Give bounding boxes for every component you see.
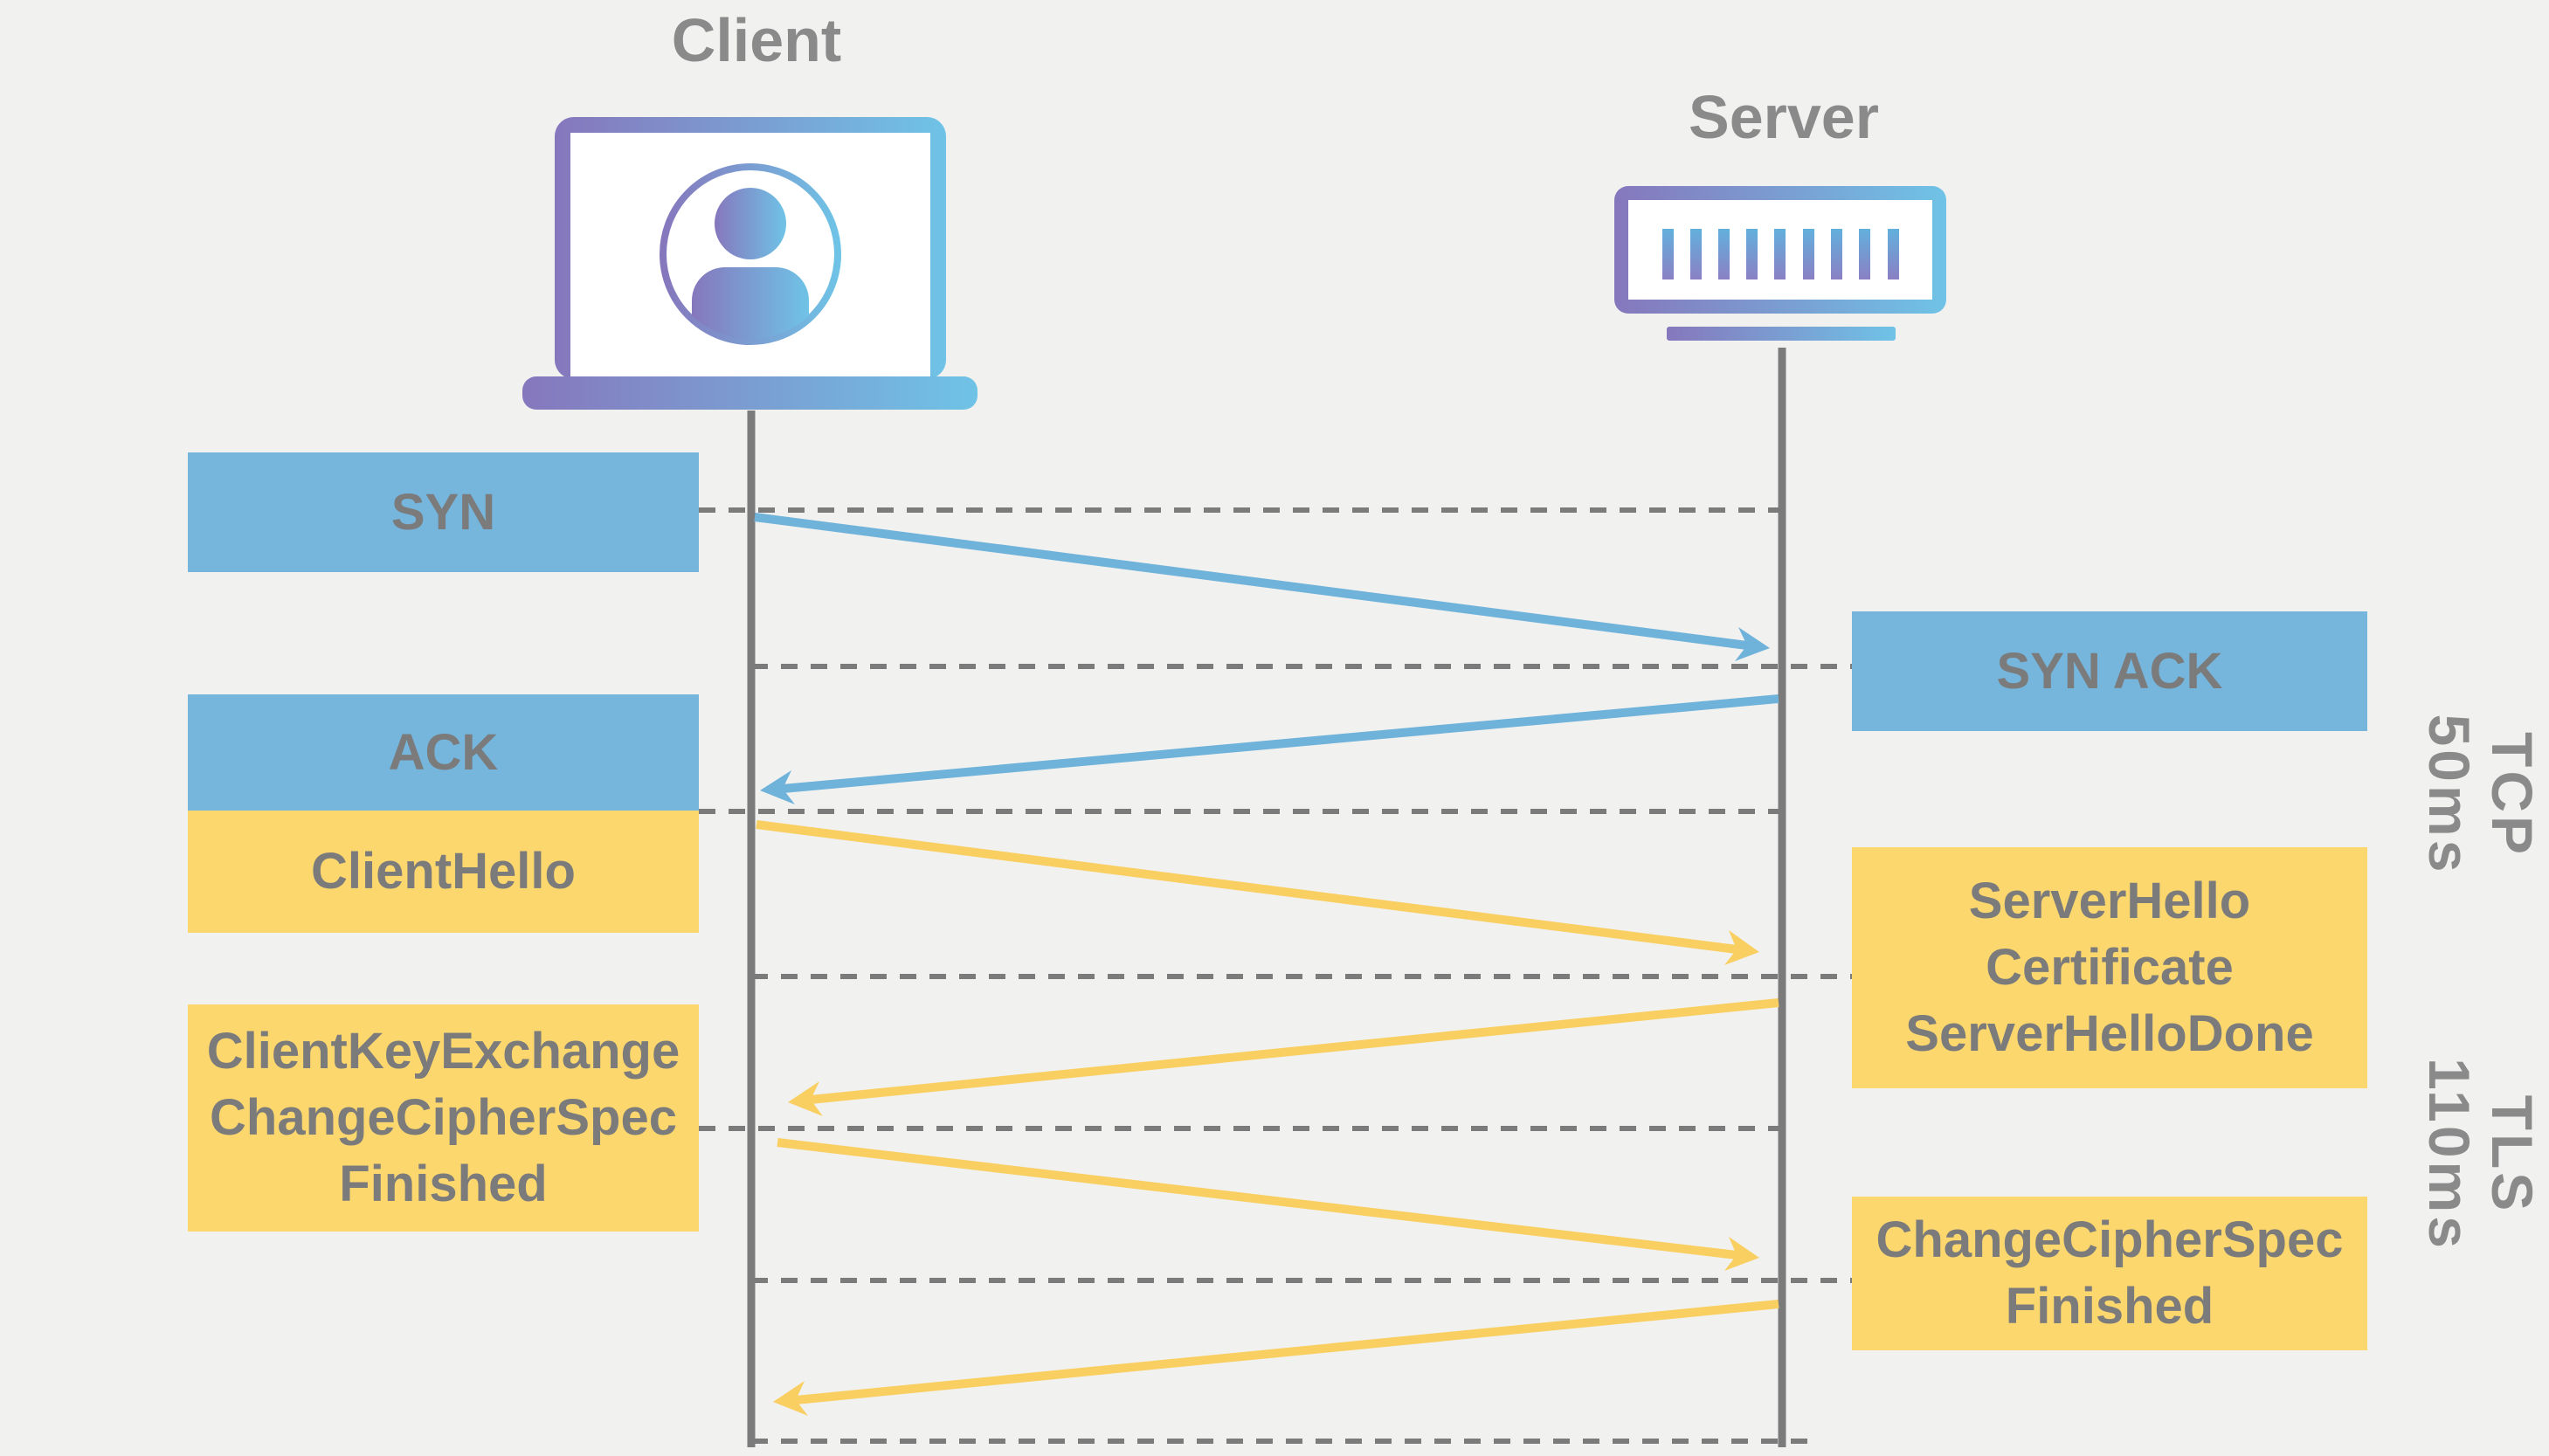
phase-label-tls: TLS 110ms [2417,1058,2545,1252]
message-box-serverhello: ServerHello Certificate ServerHelloDone [1852,847,2367,1088]
phase-protocol: TCP [2480,732,2545,858]
synack-arrow [760,694,1779,804]
message-label: ClientHello [311,843,576,900]
message-label: SYN [390,483,496,541]
avatar-ring [660,163,841,345]
avatar-torso [692,267,809,339]
message-label: ChangeCipherSpec [1875,1211,2344,1268]
message-label: Finished [2005,1278,2214,1335]
phase-label-tcp: TCP 50ms [2417,714,2545,876]
message-box-clienthello: ClientHello [188,811,699,933]
actor-label-client: Client [671,6,842,74]
phase-duration: 110ms [2417,1058,2482,1252]
phase-duration: 50ms [2417,714,2482,876]
message-label: ServerHelloDone [1905,1005,2314,1062]
changecipherspec-arrow [773,1300,1779,1416]
message-box-syn: SYN [188,452,699,572]
laptop-user-icon [522,117,977,410]
message-label: SYN ACK [1996,642,2223,700]
message-label: Certificate [1986,939,2234,996]
message-label: ClientKeyExchange [206,1023,680,1080]
message-label: ServerHello [1968,873,2251,929]
syn-arrow [754,513,1770,661]
serverhello-arrow [788,998,1779,1116]
server-rack-icon [1614,186,1946,341]
message-label: Finished [339,1156,548,1212]
clienthello-arrow [756,820,1759,965]
phase-protocol: TLS [2480,1094,2545,1215]
avatar-head [715,188,786,259]
message-box-clientkeyexchange: ClientKeyExchange ChangeCipherSpec Finis… [188,1004,699,1232]
actor-label-server: Server [1689,83,1879,151]
clientkeyexchange-arrow [777,1138,1759,1271]
message-box-changecipherspec: ChangeCipherSpec Finished [1852,1197,2367,1350]
message-box-synack: SYN ACK [1852,611,2367,731]
message-box-ack: ACK [188,694,699,811]
message-label: ChangeCipherSpec [210,1089,677,1146]
message-label: ACK [388,723,499,781]
